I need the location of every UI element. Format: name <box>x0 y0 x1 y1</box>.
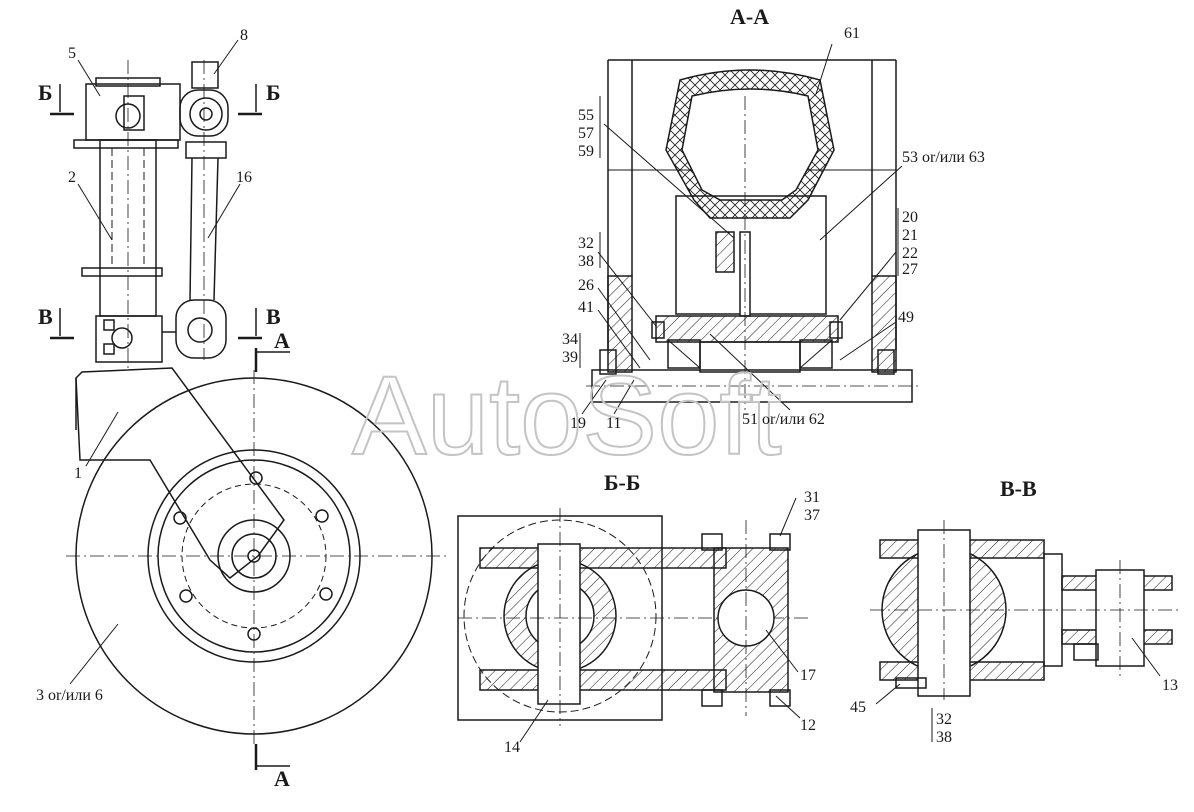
callout-59: 59 <box>578 143 594 160</box>
section-mark-a-bottom: А <box>274 766 290 791</box>
section-mark-v-left: В <box>38 304 53 329</box>
section-mark-b-right: Б <box>266 80 281 105</box>
section-mark-v-right: В <box>266 304 281 329</box>
callout-13: 13 <box>1162 677 1178 694</box>
callout-5: 5 <box>68 45 76 62</box>
section-b-b <box>457 497 812 743</box>
main-view <box>50 39 446 770</box>
callout-17: 17 <box>800 667 816 684</box>
callout-12: 12 <box>800 717 816 734</box>
callout-3-or-6: 3 or/или 6 <box>36 687 103 704</box>
callout-32: 32 <box>578 235 594 252</box>
callout-51-or-62: 51 or/или 62 <box>742 411 825 428</box>
callout-38-vv: 38 <box>936 729 952 746</box>
callout-57: 57 <box>578 125 594 142</box>
callout-41: 41 <box>578 299 594 316</box>
callout-53-or-63: 53 or/или 63 <box>902 149 985 166</box>
view-title-v-v: В-В <box>1000 476 1037 501</box>
callout-55: 55 <box>578 107 594 124</box>
callout-8: 8 <box>240 27 248 44</box>
callout-14: 14 <box>504 739 520 756</box>
watermark: AutoSoft <box>352 353 782 478</box>
callout-32-vv: 32 <box>936 711 952 728</box>
callout-22: 22 <box>902 245 918 262</box>
wheel-bolts <box>173 471 333 641</box>
callout-37: 37 <box>804 507 820 524</box>
callout-1: 1 <box>74 465 82 482</box>
callout-21: 21 <box>902 227 918 244</box>
view-title-b-b: Б-Б <box>604 470 640 495</box>
section-a-a <box>579 43 920 415</box>
callout-26: 26 <box>578 277 594 294</box>
callout-19: 19 <box>570 415 586 432</box>
view-title-a-a: А-А <box>730 4 769 29</box>
callout-2: 2 <box>68 169 76 186</box>
callout-61: 61 <box>844 25 860 42</box>
callout-49: 49 <box>898 309 914 326</box>
callout-38: 38 <box>578 253 594 270</box>
callout-11: 11 <box>606 415 621 432</box>
callout-27: 27 <box>902 261 918 278</box>
callout-20: 20 <box>902 209 918 226</box>
callout-31: 31 <box>804 489 820 506</box>
callout-39: 39 <box>562 349 578 366</box>
section-v-v <box>870 520 1180 742</box>
callout-16: 16 <box>236 169 252 186</box>
section-mark-b-left: Б <box>38 80 53 105</box>
callout-45: 45 <box>850 699 866 716</box>
callout-34: 34 <box>562 331 578 348</box>
section-mark-a-top: А <box>274 328 290 353</box>
